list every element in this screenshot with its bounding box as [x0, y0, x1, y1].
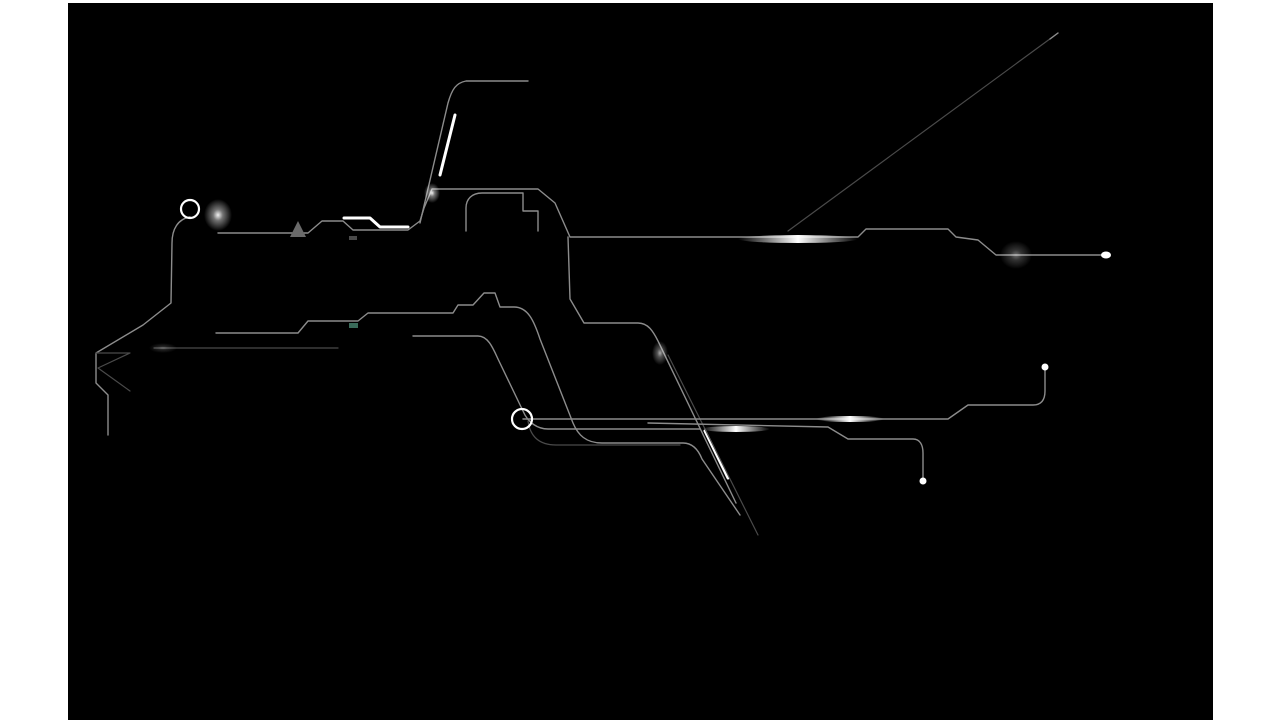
lower-streak-1: [702, 426, 770, 432]
triangle-marker: [290, 221, 306, 237]
main-streak: [738, 235, 858, 243]
small-gray-marker: [349, 236, 357, 240]
left-glow: [204, 199, 232, 231]
center-ring-node: [510, 407, 534, 431]
left-connector: [412, 335, 701, 430]
diagonal-trace: [787, 32, 1059, 232]
lower-left-spur: [95, 352, 131, 392]
lower-branch-dot: [919, 477, 927, 485]
main-horizontal-trace: [217, 188, 1109, 256]
upper-branch-dot: [1041, 363, 1049, 371]
left-ring-node: [179, 198, 201, 220]
right-drop-trace: [567, 236, 737, 504]
lower-parallel-trace: [527, 420, 681, 446]
right-end-dot: [1101, 251, 1111, 259]
lower-streak-2: [816, 416, 884, 422]
inner-loop-trace: [465, 192, 539, 232]
lower-right-trace: [522, 368, 1046, 420]
riser-glow: [424, 183, 440, 203]
video-frame: [68, 3, 1213, 720]
circuit-line-artwork: [95, 32, 1111, 536]
upper-contour-trace: [95, 216, 191, 436]
small-green-marker: [349, 323, 358, 328]
right-drop-highlight: [703, 429, 730, 480]
top-riser-trace: [419, 80, 529, 224]
main-line-highlight: [342, 216, 410, 229]
left-bar-glow: [149, 343, 177, 353]
middle-contour-trace: [215, 292, 741, 516]
drop-glow: [652, 341, 668, 365]
diagonal-tip: [1049, 32, 1059, 40]
top-riser-highlight: [438, 113, 457, 177]
lower-branch-trace: [647, 422, 924, 482]
right-drop-parallel: [667, 354, 759, 536]
right-glow: [1000, 241, 1032, 269]
